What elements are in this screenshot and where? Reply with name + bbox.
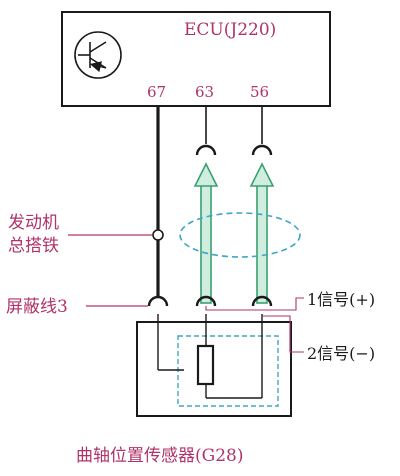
engine-ground-label-line2: 总搭铁 bbox=[8, 236, 59, 256]
signal-arrow-63 bbox=[193, 162, 219, 304]
sensor-coil bbox=[196, 344, 215, 386]
sensor-box bbox=[136, 321, 292, 417]
signal-plus-leader bbox=[205, 297, 304, 311]
lower-connector-67 bbox=[147, 295, 169, 307]
lower-connector-56 bbox=[251, 295, 273, 307]
shield-wire-label: 屏蔽线3 bbox=[6, 297, 68, 317]
signal-arrow-56 bbox=[249, 162, 275, 304]
ecu-label: ECU(J220) bbox=[184, 20, 276, 40]
pin-67-label: 67 bbox=[147, 83, 166, 101]
ecu-box bbox=[61, 11, 331, 107]
pin-63-label: 63 bbox=[195, 83, 214, 101]
upper-connector-63 bbox=[195, 144, 217, 156]
ground-junction-node bbox=[152, 229, 164, 241]
transistor-icon bbox=[74, 31, 122, 79]
lower-connector-63 bbox=[195, 295, 217, 307]
sensor-label: 曲轴位置传感器(G28) bbox=[76, 446, 243, 466]
upper-connector-56 bbox=[251, 144, 273, 156]
sensor-inner-shield bbox=[177, 335, 279, 407]
shield-ellipse bbox=[179, 212, 301, 258]
signal-plus-label: 1信号(+) bbox=[307, 290, 375, 309]
sensor-internal-wiring bbox=[157, 314, 263, 399]
signal-minus-leader bbox=[262, 315, 304, 353]
engine-ground-label-line1: 发动机 bbox=[8, 213, 59, 233]
signal-minus-label: 2信号(−) bbox=[307, 344, 375, 363]
pin-56-label: 56 bbox=[250, 83, 269, 101]
